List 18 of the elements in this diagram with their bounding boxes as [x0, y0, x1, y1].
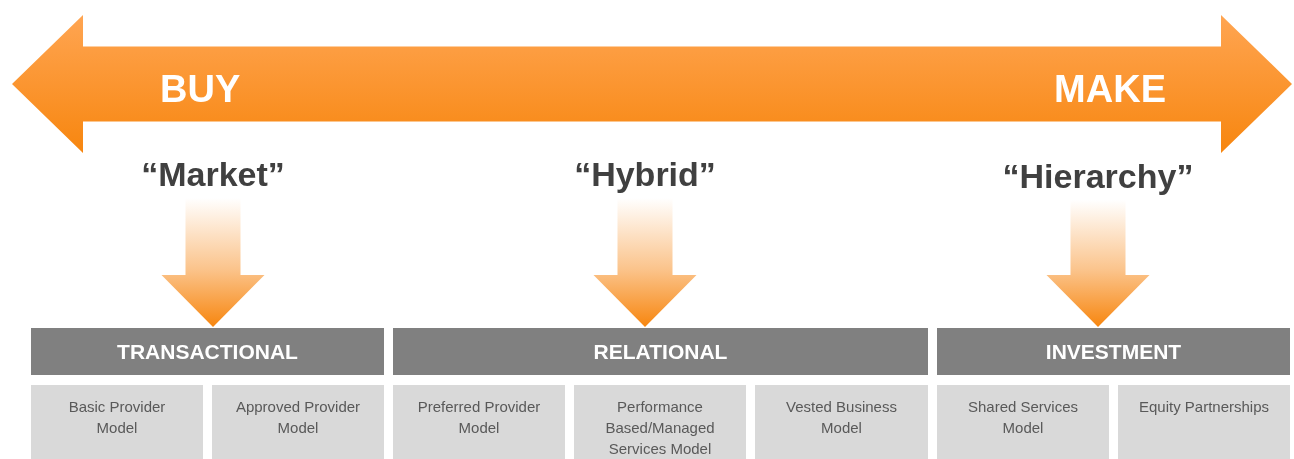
model-box: Equity Partnerships	[1118, 385, 1290, 459]
model-label: “Market”	[100, 150, 326, 198]
model-box: Approved Provider Model	[212, 385, 384, 459]
model-box: Performance Based/Managed Services Model	[574, 385, 746, 459]
model-box: Preferred Provider Model	[393, 385, 565, 459]
band-label: MAKE	[1054, 68, 1166, 111]
category-header: RELATIONAL	[393, 328, 928, 375]
down-arrow	[1046, 200, 1150, 327]
model-box: Basic Provider Model	[31, 385, 203, 459]
model-label: “Hybrid”	[535, 150, 755, 198]
model-box: Vested Business Model	[755, 385, 928, 459]
category-header: INVESTMENT	[937, 328, 1290, 375]
model-box: Shared Services Model	[937, 385, 1109, 459]
band-label: BUY	[160, 68, 241, 111]
model-label: “Hierarchy”	[970, 152, 1226, 200]
down-arrow	[593, 198, 697, 327]
category-header: TRANSACTIONAL	[31, 328, 384, 375]
down-arrow	[161, 198, 265, 327]
